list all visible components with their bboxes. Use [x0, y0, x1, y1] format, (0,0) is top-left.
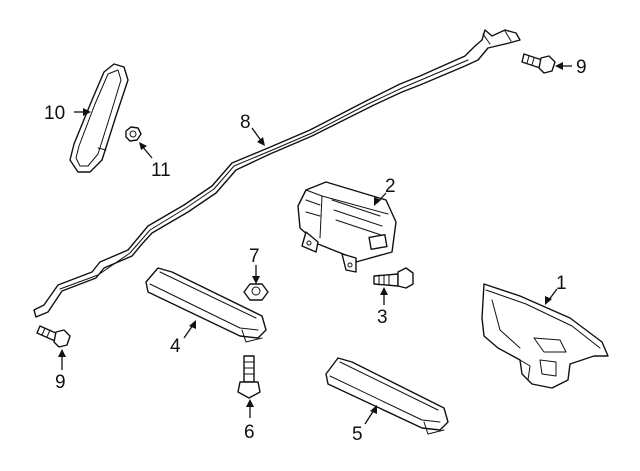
- nut-part-11: [125, 126, 142, 142]
- knee-bolster-panel: [481, 283, 609, 389]
- bolt-part-3: [373, 267, 414, 289]
- nut-part-7: [243, 283, 269, 301]
- callout-9-top: 9: [576, 57, 587, 78]
- bracket-part-5: [325, 357, 449, 435]
- bolt-part-9-top: [521, 53, 556, 74]
- callout-1: 1: [556, 273, 567, 294]
- callout-9-bottom: 9: [55, 372, 66, 393]
- callout-2: 2: [385, 176, 396, 197]
- curtain-airbag: [33, 29, 521, 318]
- bolt-part-6: [237, 355, 261, 399]
- callout-11: 11: [151, 160, 171, 181]
- callout-4: 4: [170, 336, 181, 357]
- bracket-part-4: [145, 267, 267, 343]
- callout-10: 10: [44, 103, 65, 124]
- leader-lines: [58, 62, 572, 425]
- callout-8: 8: [240, 112, 251, 133]
- bolt-part-9-bottom: [36, 325, 71, 348]
- passenger-airbag-module: [297, 181, 397, 273]
- callout-3: 3: [377, 307, 388, 328]
- callout-7: 7: [249, 246, 260, 267]
- callout-labels: 1 2 3 4 5 6 7 8 9 9 10 11: [44, 57, 587, 445]
- callout-6: 6: [244, 422, 255, 443]
- side-airbag-module: [69, 63, 129, 173]
- callout-5: 5: [352, 424, 363, 445]
